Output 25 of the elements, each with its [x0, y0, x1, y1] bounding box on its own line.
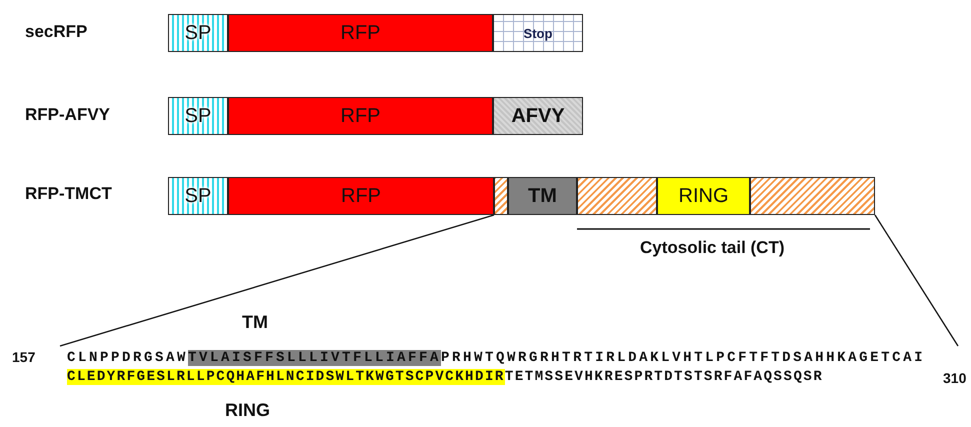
construct-name: RFP-TMCT	[25, 184, 112, 204]
residue-number: 157	[12, 349, 36, 365]
sequence-text: PRHWTQWRGRHTRTIRLDAKLVHTLPCFTFTDSAHHKAGETCAI	[441, 350, 926, 366]
rfp-segment: RFP	[228, 97, 493, 135]
ring-segment: RING	[657, 177, 750, 215]
highlighted-sequence: CLEDYRFGESLRLLPCQHAFHLNCIDSWLTKWGTSCPVCKHDIR	[67, 369, 505, 385]
sequence-text: CLNPPDRGSAW	[67, 350, 188, 366]
rfp-segment: RFP	[228, 177, 494, 215]
domain-label: TM	[242, 312, 268, 333]
hatched-box	[577, 177, 657, 215]
domain-label: RING	[225, 400, 270, 421]
zoom-line	[60, 214, 494, 347]
transmembrane-segment: TM	[508, 177, 577, 215]
residue-number: 310	[943, 370, 966, 386]
zoom-line	[874, 214, 959, 346]
stop-segment: Stop	[493, 14, 583, 52]
construct-name: RFP-AFVY	[25, 105, 110, 125]
hatched-box	[750, 177, 875, 215]
sequence-text: TETMSSEVHKRESPRTDTSTSRFAFAQSSQSR	[504, 369, 824, 385]
domain-label: Cytosolic tail (CT)	[640, 238, 785, 258]
afvy-segment: AFVY	[493, 97, 583, 135]
rfp-segment: RFP	[228, 14, 493, 52]
hatched-box	[494, 177, 508, 215]
highlighted-sequence: TVLAISFFSLLLIVTFLLIAFFA	[188, 350, 442, 366]
construct-name: secRFP	[25, 22, 88, 42]
